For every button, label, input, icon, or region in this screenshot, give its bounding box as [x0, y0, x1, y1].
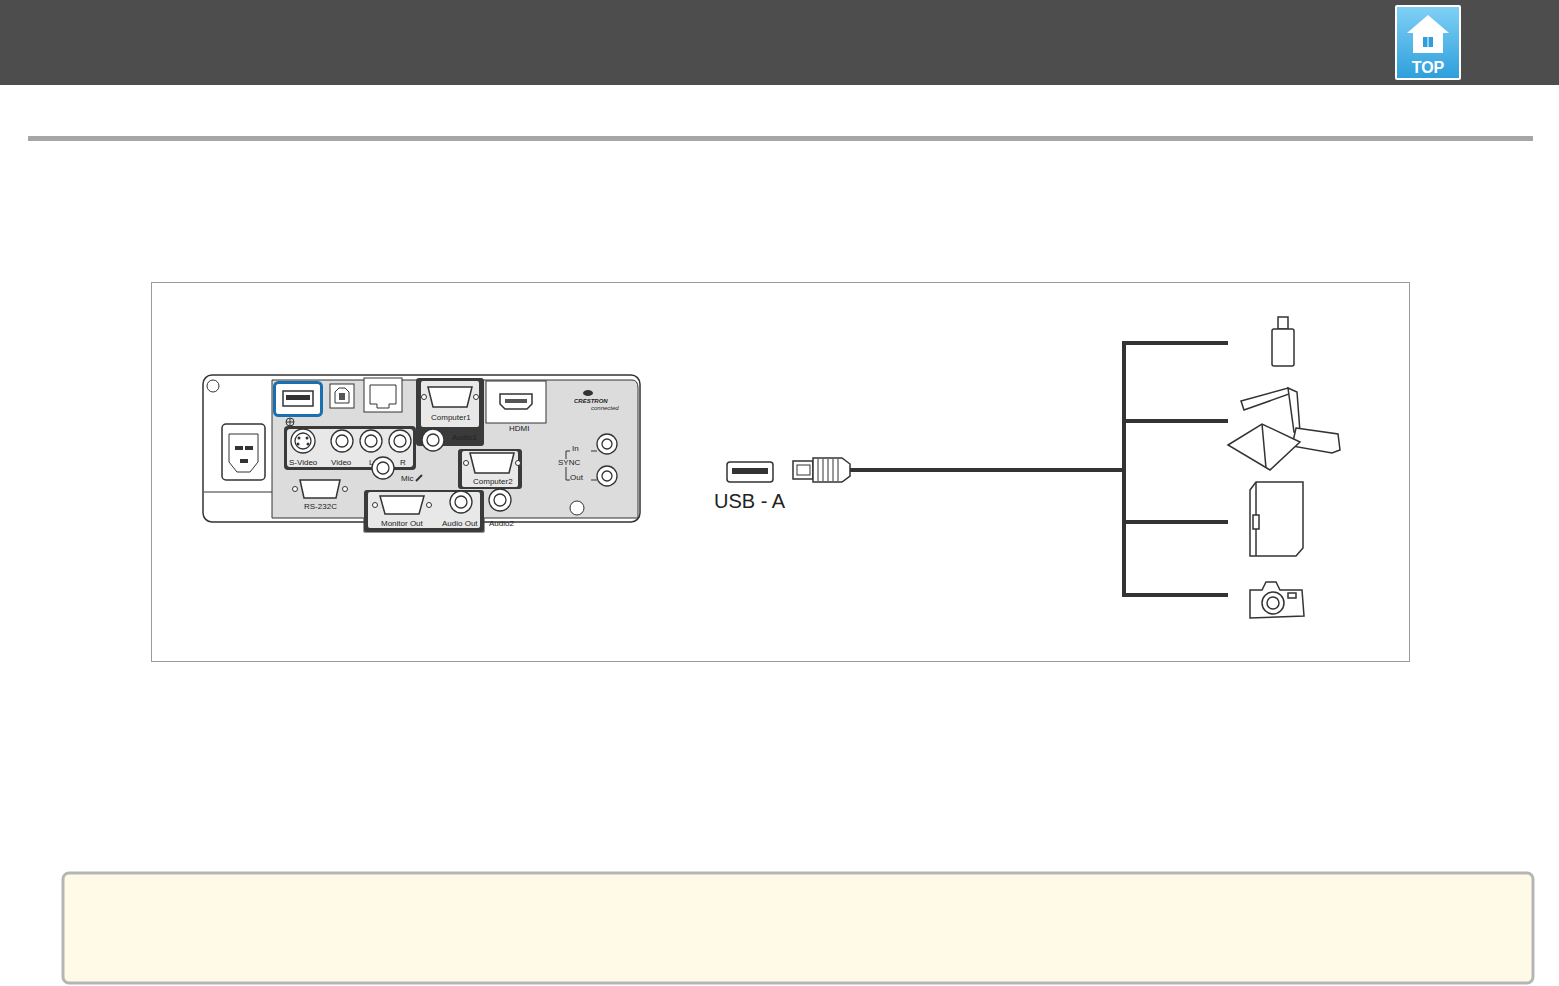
port-label: Video: [331, 459, 351, 467]
port-label: HDMI: [509, 425, 529, 433]
port-label: Audio1: [452, 434, 477, 442]
device-bracket: [1122, 343, 1228, 595]
note-box: [63, 873, 1533, 983]
port-label: RS-232C: [304, 503, 337, 511]
port-label: Out: [570, 474, 583, 482]
house-shape: [1407, 15, 1449, 53]
port-label: In: [572, 445, 579, 453]
port-label: S-Video: [289, 459, 317, 467]
port-label: Monitor Out: [381, 520, 423, 528]
port-label: Audio Out: [442, 520, 478, 528]
section-rule: [28, 136, 1533, 141]
port-label: Computer2: [473, 478, 513, 486]
figure-frame: [152, 283, 1410, 662]
icon-label: TOP: [1397, 60, 1459, 76]
header-bar: [0, 0, 1559, 85]
window-bar: [1428, 37, 1429, 47]
top-icon: TOP: [1395, 5, 1461, 80]
usb-cable: [727, 458, 1122, 482]
port-label: SYNC: [558, 459, 580, 467]
usb-devices: [1228, 317, 1340, 618]
home-glyph: [1397, 11, 1459, 57]
port-label: Computer1: [431, 414, 471, 422]
port-label: Mic: [401, 475, 413, 483]
port-label: Audio2: [489, 520, 514, 528]
port-label: R: [400, 459, 406, 467]
connector-label: USB - A: [714, 491, 785, 511]
port-label: L: [369, 459, 373, 467]
projector-rear-panel: [203, 375, 640, 532]
port-label: connected: [591, 405, 619, 411]
port-label: CRESTRON: [574, 398, 608, 404]
house-window: [1423, 37, 1433, 47]
